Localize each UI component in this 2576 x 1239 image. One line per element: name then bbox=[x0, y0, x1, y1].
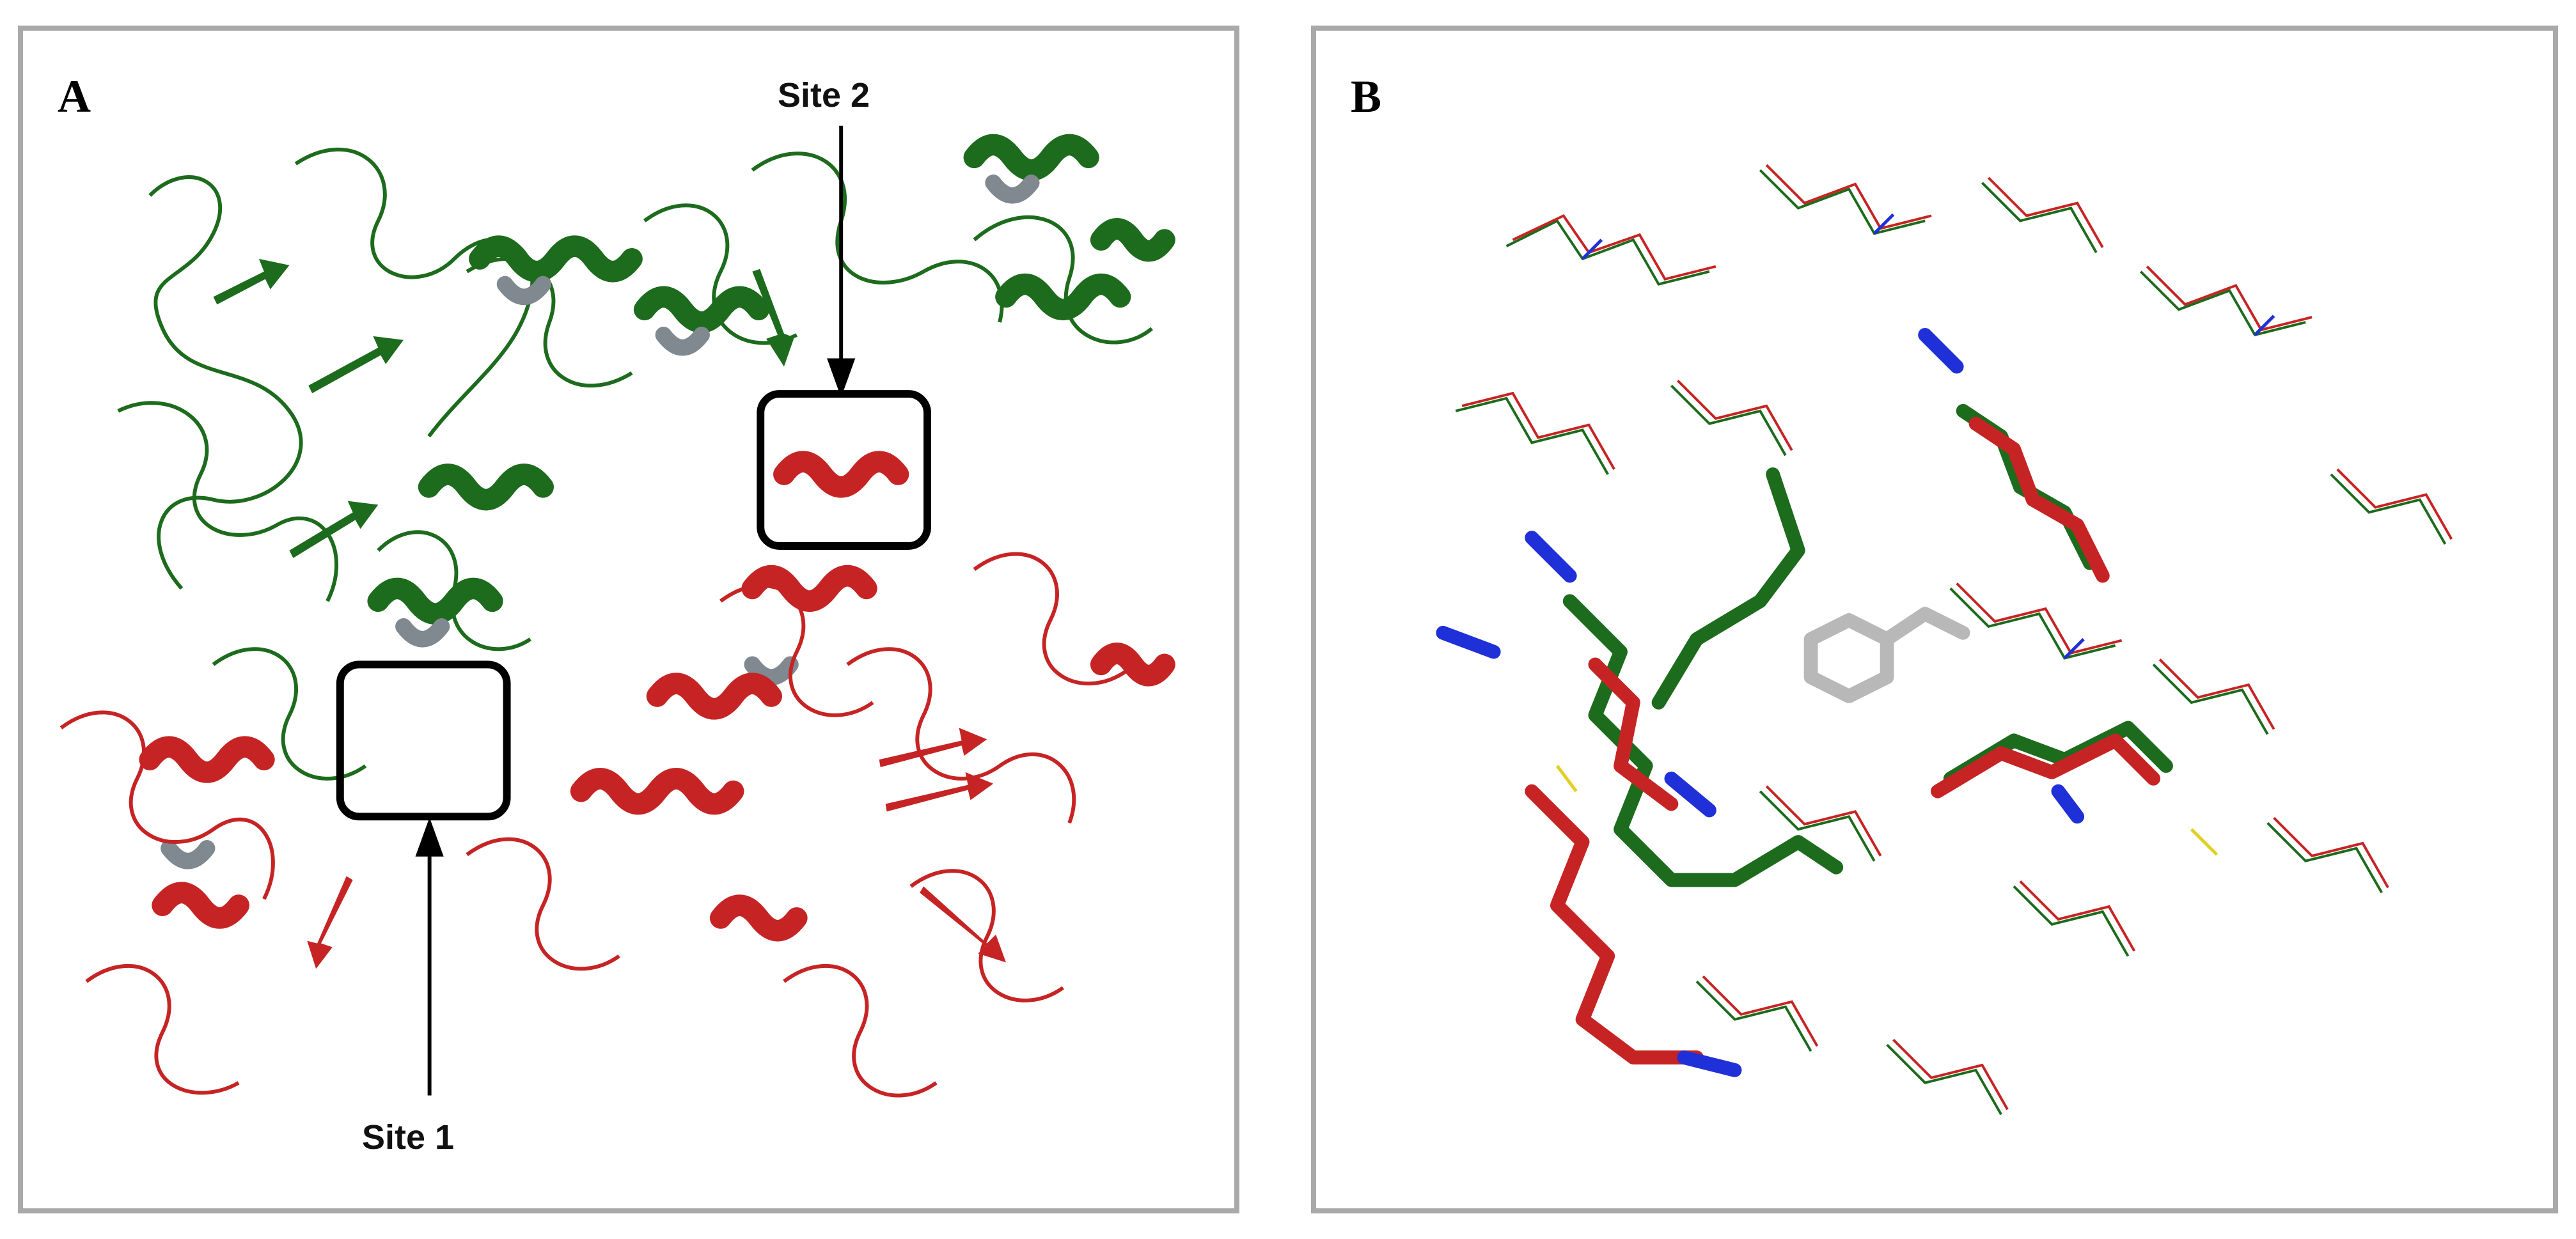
site-1-box bbox=[336, 660, 511, 821]
stick-nitrogens bbox=[1436, 327, 2085, 1077]
site-arrows bbox=[415, 125, 856, 1096]
panel-a: A Site 2 Site 1 bbox=[18, 26, 1239, 1213]
protein-dimer-cartoon bbox=[59, 125, 1175, 1098]
green-chain-coils bbox=[117, 147, 1153, 781]
red-chain-helices bbox=[139, 451, 1175, 942]
panel-a-label: A bbox=[58, 71, 91, 122]
green-beta-strands bbox=[213, 258, 794, 558]
helix-backbones bbox=[161, 175, 1040, 869]
site-2-box bbox=[757, 390, 932, 550]
wire-residues-red bbox=[1461, 164, 2453, 1110]
green-chain-helices bbox=[367, 134, 1175, 625]
site-1-label: Site 1 bbox=[362, 1118, 455, 1157]
red-beta-strands bbox=[307, 728, 1007, 969]
ligand-molecule bbox=[1803, 607, 1970, 703]
stick-residue-red bbox=[1525, 416, 2161, 1064]
site-2-label: Site 2 bbox=[778, 76, 870, 114]
red-chain-coils bbox=[59, 552, 1128, 1098]
wire-residues-green bbox=[1455, 169, 2447, 1116]
panel-b-label: B bbox=[1351, 71, 1382, 122]
binding-site-sticks bbox=[1436, 164, 2453, 1116]
heteroatom-accents bbox=[1555, 213, 2275, 856]
panel-b: B bbox=[1311, 26, 2558, 1213]
